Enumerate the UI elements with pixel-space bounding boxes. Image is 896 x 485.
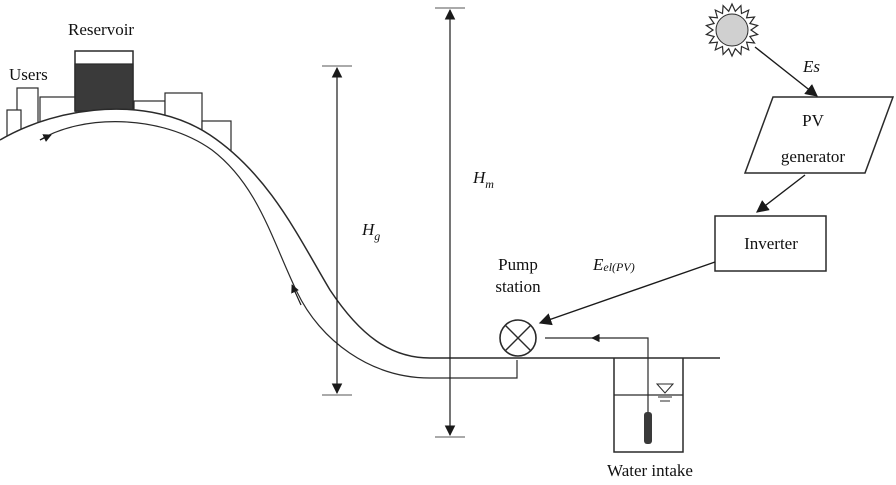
hm-dimension: [435, 7, 465, 438]
electric-power-arrow: [538, 261, 716, 326]
inverter-label: Inverter: [744, 234, 798, 253]
eel-label: Eel(PV): [592, 255, 635, 274]
water-intake-label: Water intake: [607, 461, 693, 480]
sun-icon: [704, 2, 760, 58]
hg-dimension: [322, 65, 352, 396]
solar-energy-arrow: [754, 46, 818, 97]
pump-symbol-icon: [499, 319, 537, 357]
es-label: Es: [802, 57, 820, 76]
sun-disc: [715, 13, 749, 47]
delivery-pipe: [39, 121, 518, 379]
suction-pipe: [545, 337, 649, 412]
pipe-flow-arrow-slope: [291, 284, 302, 306]
reservoir-label: Reservoir: [68, 20, 134, 39]
pv-label-line1: PV: [802, 111, 824, 130]
intake-pump-body: [644, 412, 652, 444]
pv-generator-box: [743, 96, 895, 174]
users-label: Users: [9, 65, 48, 84]
pv-label-line2: generator: [781, 147, 846, 166]
reservoir-tank: [74, 50, 134, 112]
dc-power-arrow: [756, 174, 806, 213]
hill-ground-line: [0, 108, 720, 359]
reservoir-water: [74, 63, 134, 112]
hm-label: Hm: [472, 168, 494, 191]
water-level-triangle-icon: [655, 383, 675, 402]
pipe-flow-arrow-top: [39, 134, 52, 142]
pump-station-label-line1: Pump: [498, 255, 538, 274]
pump-station-label-line2: station: [495, 277, 541, 296]
inverter-box: [714, 215, 827, 272]
hg-label: Hg: [361, 220, 380, 243]
